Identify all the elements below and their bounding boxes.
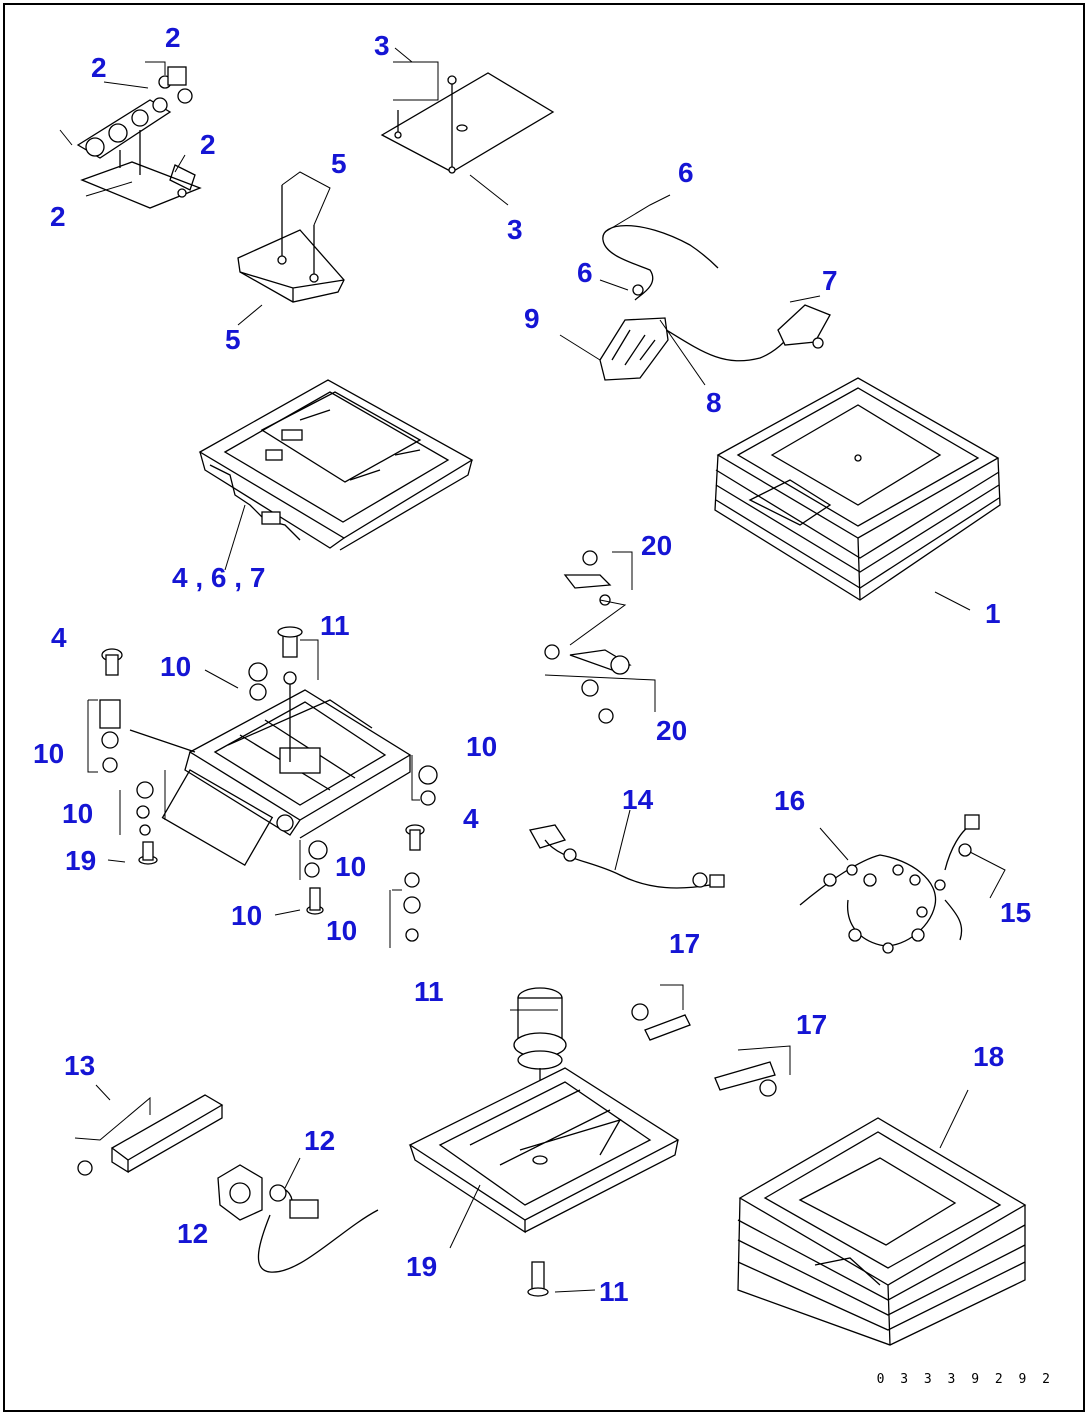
callout-4: 4 bbox=[463, 803, 479, 834]
callout-11: 11 bbox=[414, 976, 444, 1007]
callout-17: 17 bbox=[796, 1009, 828, 1040]
callout-2: 2 bbox=[200, 129, 216, 160]
callout-4: 4 bbox=[51, 622, 67, 653]
callout-20: 20 bbox=[641, 530, 673, 561]
callout-10: 10 bbox=[231, 900, 263, 931]
part-1-seat-assembly bbox=[714, 377, 1001, 611]
drawing-code: 0 3 3 3 9 2 9 2 bbox=[876, 1372, 1054, 1387]
part-15-16-harness bbox=[799, 814, 1006, 954]
callout-4-6-7: 4 , 6 , 7 bbox=[172, 562, 266, 593]
callout-2: 2 bbox=[165, 22, 181, 53]
callout-10: 10 bbox=[466, 731, 498, 762]
part-4-pins bbox=[101, 648, 425, 851]
callout-16: 16 bbox=[774, 785, 806, 816]
callout-20: 20 bbox=[656, 715, 688, 746]
part-14-harness bbox=[528, 809, 725, 889]
part-18-cover bbox=[737, 1089, 1027, 1346]
callout-11: 11 bbox=[599, 1276, 629, 1307]
part-2-lever-assembly bbox=[59, 61, 202, 209]
middle-frame-assembly bbox=[87, 626, 438, 948]
callout-6: 6 bbox=[577, 257, 593, 288]
callout-3: 3 bbox=[507, 214, 523, 245]
callout-5: 5 bbox=[331, 148, 347, 179]
callout-18: 18 bbox=[973, 1041, 1005, 1072]
callout-7: 7 bbox=[822, 265, 838, 296]
callout-10: 10 bbox=[160, 651, 192, 682]
callout-19: 19 bbox=[65, 845, 97, 876]
part-12-switch bbox=[217, 1157, 379, 1273]
callout-14: 14 bbox=[622, 784, 654, 815]
callout-1: 1 bbox=[985, 598, 1001, 629]
part-20-pins bbox=[544, 550, 656, 724]
callout-10: 10 bbox=[62, 798, 94, 829]
part-6-7-8-9-cable-lever bbox=[559, 194, 831, 386]
callout-3: 3 bbox=[374, 30, 390, 61]
callout-10: 10 bbox=[33, 738, 65, 769]
callout-6: 6 bbox=[678, 157, 694, 188]
callout-10: 10 bbox=[326, 915, 358, 946]
callout-19: 19 bbox=[406, 1251, 438, 1282]
part-11-19-lower-frame bbox=[408, 987, 680, 1297]
callout-17: 17 bbox=[669, 928, 701, 959]
callout-12: 12 bbox=[304, 1125, 336, 1156]
part-3-plate bbox=[380, 47, 555, 206]
part-13-tube bbox=[74, 1084, 224, 1176]
callout-10: 10 bbox=[335, 851, 367, 882]
callout-9: 9 bbox=[524, 303, 540, 334]
part-17-brackets bbox=[631, 984, 791, 1097]
diagram-border bbox=[3, 3, 1085, 1412]
part-5-bracket bbox=[237, 171, 345, 326]
callout-13: 13 bbox=[64, 1050, 96, 1081]
callout-11: 11 bbox=[320, 610, 350, 641]
callout-5: 5 bbox=[225, 324, 241, 355]
callout-2: 2 bbox=[50, 201, 66, 232]
callout-8: 8 bbox=[706, 387, 722, 418]
callout-12: 12 bbox=[177, 1218, 209, 1249]
callout-15: 15 bbox=[1000, 897, 1032, 928]
part-4-6-7-upper-frame bbox=[198, 379, 474, 571]
callout-2: 2 bbox=[91, 52, 107, 83]
